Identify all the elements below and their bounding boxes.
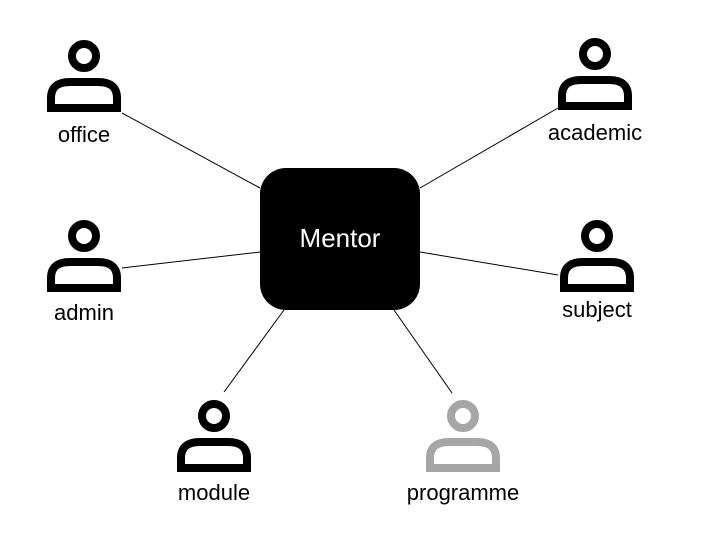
node-office: office	[47, 40, 121, 147]
mentor-node: Mentor	[260, 168, 420, 310]
node-label-programme: programme	[407, 480, 519, 505]
connector-subject	[419, 251, 559, 276]
node-subject: subject	[560, 220, 634, 322]
connectors	[121, 107, 559, 394]
connector-programme	[393, 309, 453, 394]
person-icon	[47, 220, 121, 292]
node-module: module	[177, 400, 251, 505]
person-icon	[558, 38, 632, 110]
connector-office	[121, 112, 261, 189]
person-icon	[177, 400, 251, 472]
connector-academic	[419, 107, 559, 189]
node-label-subject: subject	[562, 297, 632, 322]
person-icon	[47, 40, 121, 112]
mentor-box	[260, 168, 420, 310]
mentor-label: Mentor	[300, 223, 381, 253]
node-academic: academic	[548, 38, 642, 145]
node-label-module: module	[178, 480, 250, 505]
node-admin: admin	[47, 220, 121, 325]
node-label-academic: academic	[548, 120, 642, 145]
connector-admin	[121, 251, 261, 269]
node-label-office: office	[58, 122, 110, 147]
person-icon	[426, 400, 500, 472]
node-label-admin: admin	[54, 300, 114, 325]
connector-module	[223, 309, 285, 393]
person-icon	[560, 220, 634, 292]
node-programme: programme	[407, 400, 519, 505]
